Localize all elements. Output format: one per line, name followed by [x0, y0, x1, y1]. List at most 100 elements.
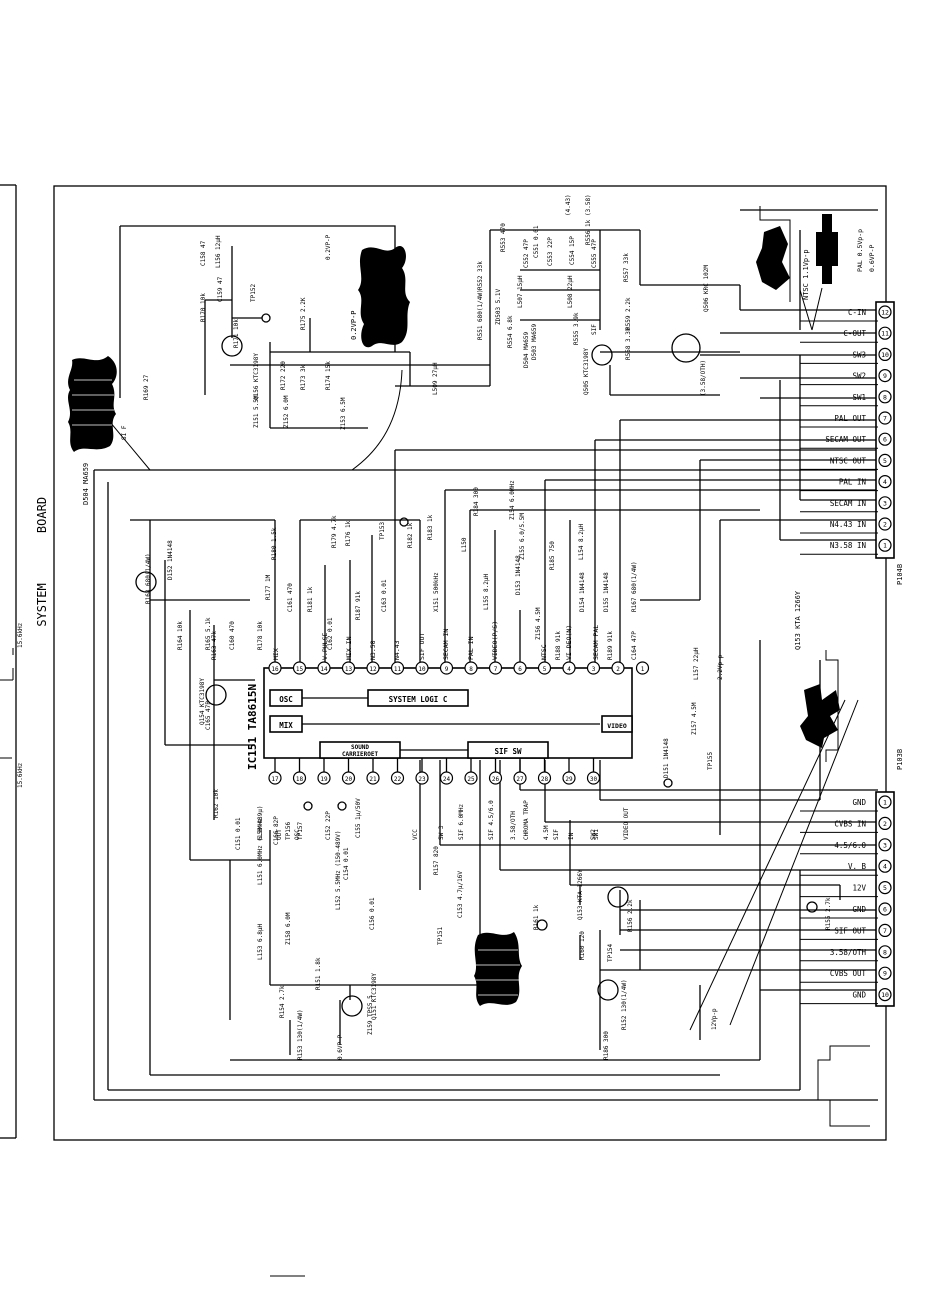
ic-pin	[562, 661, 576, 675]
part-label-r559: R559 2.2k	[625, 297, 632, 330]
ic-sif-sw-label: SIF SW	[494, 747, 522, 756]
part-label-q505: Q505 KTC3198Y	[583, 348, 590, 395]
ic-pin-number: 4	[567, 666, 571, 673]
ic-pin	[537, 661, 552, 675]
part-label-r179: R179 4.7k	[331, 515, 338, 548]
part-label-z156: Z156 4.5M	[535, 607, 542, 640]
part-label-vpp22b: 2.2Vp-p	[717, 654, 724, 680]
part-label-r554: R554 6.8k	[507, 315, 514, 348]
ic-pin-label: VIDEO OUT	[623, 807, 630, 840]
ic-pin	[390, 661, 405, 675]
connector-pin-label: 4.5/6.0	[834, 841, 866, 850]
part-label-r181: R181 1k	[307, 586, 314, 612]
ic-pin-number: 2	[616, 666, 620, 673]
part-label-d155: D155 1N4148	[603, 572, 610, 612]
part-label-d154: D154 1N4148	[579, 572, 586, 612]
ic-pin-label: OSC	[294, 829, 301, 840]
side-label-freq-b: 15.6kHz	[17, 762, 24, 788]
ic-pin-label: SW 3	[438, 825, 445, 840]
connector-pin-number: 10	[881, 351, 889, 359]
connector-pin-number: 10	[881, 991, 889, 999]
part-label-r182: R182 1k	[407, 522, 414, 548]
connector-pin	[878, 923, 892, 938]
connector-pin-number: 2	[883, 521, 887, 529]
side-label-freq-a: 15.6kHz	[17, 622, 24, 648]
connector-pin-number: 3	[883, 841, 887, 849]
ic-pin	[635, 661, 650, 675]
ic-pin-label: V.PULSE	[321, 633, 329, 660]
part-label-r187: R187 91k	[355, 591, 362, 620]
connector-pin-number: 3	[883, 499, 887, 507]
connector-pin	[878, 816, 892, 831]
part-label-r163: R163 47k	[211, 631, 218, 660]
ic-pin-number: 12	[369, 666, 377, 673]
part-label-l509: L509 27µH	[432, 362, 439, 395]
connector-pin-number: 1	[883, 799, 887, 807]
part-label-r173: R173 3k	[300, 364, 307, 390]
part-label-c164: C164 47P	[631, 631, 638, 660]
part-label-d152: D152 1N4148	[167, 540, 174, 580]
ic-pin	[464, 661, 478, 675]
ic-pin-label: NTSC	[540, 644, 548, 660]
part-label-r175: R175 2.2K	[300, 297, 307, 330]
part-label-r161: R161 1k	[533, 904, 540, 930]
connector-pin-number: 5	[883, 884, 887, 892]
side-panel	[0, 184, 17, 1139]
ic-pin	[292, 661, 307, 675]
part-label-q506: Q506 KRC 102M	[703, 265, 710, 312]
connector-pin-label: SECAM OUT	[825, 435, 866, 444]
connector-pin-number: 6	[883, 906, 887, 914]
part-label-q154: Q154 KTC3198Y	[199, 678, 206, 725]
part-label-z153: Z153 6.5M	[340, 397, 347, 430]
part-label-c151: C151 0.01	[235, 817, 242, 850]
part-label-r170: R170 10k	[200, 293, 207, 322]
connector-pin-number: 12	[881, 309, 889, 317]
part-label-sif: SI F	[121, 425, 128, 440]
part-label-l150: L150	[461, 537, 468, 552]
part-label-r171: R171 10k	[233, 319, 240, 348]
part-label-c160: C160 470	[229, 621, 236, 650]
ic-pin-label: VIDEO(P/S)	[491, 621, 499, 660]
connector-pin-label: NTSC OUT	[830, 456, 867, 465]
part-label-n358: (3.58)	[585, 194, 592, 216]
connector-pin-label: SIF OUT	[834, 926, 866, 935]
part-label-l157: L157 22µH	[693, 647, 700, 680]
part-label-tp157: TP157	[297, 822, 304, 840]
connector-pin-label: PAL OUT	[834, 414, 866, 423]
ic-pin-number: 27	[516, 776, 524, 783]
part-label-r553: R553 470	[500, 223, 507, 252]
connector-pin	[878, 432, 892, 446]
connector-pin-label: GND	[852, 798, 866, 807]
part-label-r174: R174 15k	[325, 361, 332, 390]
part-label-z158: Z158 6.0M	[285, 912, 292, 945]
ic-pin-label: 3.58/OTH	[510, 811, 517, 840]
ic-pin	[611, 661, 625, 675]
waveform-top	[358, 246, 410, 348]
ic-pin-label: PAL IN	[467, 636, 475, 660]
connector-pin-label: N4.43 IN	[830, 520, 866, 529]
ic-pin-number: 28	[541, 776, 549, 783]
part-label-r556: R556 1k	[585, 219, 592, 245]
connector-pin	[878, 517, 892, 531]
part-label-c551: C551 0.01	[533, 225, 540, 258]
part-label-l156: L156 12µH	[215, 235, 222, 268]
connector-pin-label: CVBS OUT	[830, 969, 867, 978]
ic-pin-number: 7	[494, 666, 498, 673]
part-label-l508: L508 22µH	[567, 275, 574, 308]
part-label-q156: Q156 KTC3198Y	[253, 353, 260, 400]
ic-pin	[366, 661, 380, 675]
connector-pin-number: 9	[883, 970, 887, 978]
ic-pin-number: 1	[641, 666, 645, 673]
part-label-c158: C158 47	[200, 240, 207, 266]
ic-pin-number: 16	[271, 666, 279, 673]
ic-sound-label-1: SOUND	[351, 744, 369, 751]
part-label-r167: R167 680(1/4W)	[631, 561, 638, 612]
board-outline	[53, 185, 887, 1141]
connector-pin	[878, 347, 892, 361]
ic-pin-label: SW1	[593, 829, 600, 840]
part-label-c153: C153 4.7µ/16V	[457, 871, 464, 918]
part-label-c154: C154 0.01	[343, 847, 350, 880]
part-label-zd503: ZD503 5.1V	[495, 288, 502, 325]
